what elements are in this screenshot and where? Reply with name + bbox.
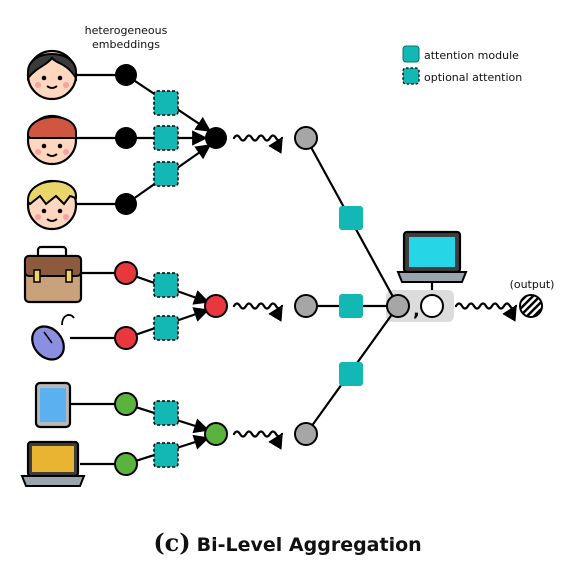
caption-title: Bi-Level Aggregation: [196, 534, 422, 556]
item-optional-attention-2: [153, 315, 179, 341]
device-group: [70, 402, 210, 466]
mouse-icon: [31, 314, 75, 361]
figure-caption: (c)Bi-Level Aggregation: [0, 528, 575, 557]
person-dark-hair-icon: [26, 49, 78, 101]
output-label: (output): [510, 278, 555, 291]
user-group: [76, 73, 212, 206]
attention-module-2: [339, 294, 363, 318]
item-optional-attention-1: [153, 272, 179, 298]
device-optional-attention-1: [153, 400, 179, 426]
tablet-icon: [34, 381, 72, 429]
briefcase-icon: [23, 245, 83, 304]
attention-module-3: [339, 362, 363, 386]
hatched-circle-icon: [519, 294, 543, 318]
item-group: [70, 271, 210, 340]
item-aggregated-node: [204, 294, 228, 318]
laptop-icon: [20, 440, 86, 487]
second-level-edges: [305, 137, 434, 435]
aggregated-node: [386, 294, 410, 318]
user-optional-attention-1: [153, 90, 179, 116]
person-red-hair-icon: [26, 114, 78, 166]
item-embedding-node-1: [114, 261, 138, 285]
device-embedding-node-2: [114, 452, 138, 476]
device-level-node: [294, 422, 318, 446]
legend-optional-swatch: [402, 67, 420, 85]
center-laptop-icon: [396, 230, 468, 283]
device-optional-attention-2: [153, 442, 179, 468]
concatenation-comma: ,: [413, 300, 420, 321]
user-embedding-node-2: [115, 127, 137, 149]
caption-letter: (c): [153, 528, 191, 557]
embeddings-label-line1: heterogeneous: [85, 24, 168, 37]
legend: attention module optional attention: [402, 45, 522, 85]
user-embedding-node-1: [115, 64, 137, 86]
device-aggregated-node: [204, 422, 228, 446]
legend-attention-swatch: [402, 45, 420, 63]
legend-attention-label: attention module: [424, 49, 519, 62]
item-embedding-node-2: [114, 326, 138, 350]
user-optional-attention-2: [153, 125, 179, 151]
squiggle-links: [232, 134, 518, 450]
person-blond-hair-icon: [26, 179, 78, 231]
user-aggregated-node: [205, 127, 227, 149]
item-level-node: [294, 294, 318, 318]
legend-optional-label: optional attention: [424, 71, 522, 84]
user-optional-attention-3: [153, 161, 179, 187]
embeddings-label-line2: embeddings: [92, 38, 160, 51]
user-level-node: [294, 126, 318, 150]
user-embedding-node-3: [115, 193, 137, 215]
context-node: [420, 294, 444, 318]
device-embedding-node-1: [114, 392, 138, 416]
attention-module-1: [339, 206, 363, 230]
